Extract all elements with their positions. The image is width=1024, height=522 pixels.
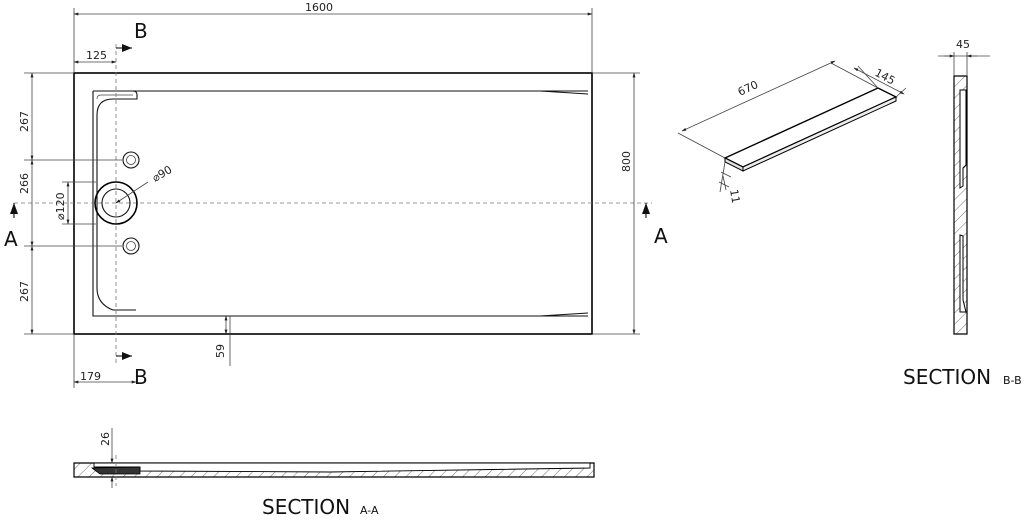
section-aa-subtitle: A-A (360, 504, 379, 517)
section-bb-subtitle: B-B (1003, 374, 1022, 387)
section-bb-title: SECTION (903, 365, 991, 389)
section-aa-title: SECTION (262, 495, 350, 519)
section-bb-view: 45 SECTION B-B (903, 38, 1022, 389)
drain-outer-circle (94, 181, 138, 225)
panel-isometric: 670 145 11 (677, 60, 907, 204)
section-marker-b-bottom: B (134, 365, 148, 389)
dim-drain-hole: ⌀90 (150, 163, 174, 185)
drain-inner-circle (101, 188, 131, 218)
section-marker-b-top: B (134, 19, 148, 43)
dim-drain-diameter: ⌀120 (54, 192, 67, 220)
dim-left-lower: 267 (18, 281, 31, 302)
dim-edge: 59 (214, 344, 227, 358)
bolt-hole-upper (122, 151, 140, 169)
dim-length: 1600 (305, 1, 333, 14)
section-marker-a-left: A (4, 227, 18, 251)
tray-outline (73, 72, 593, 335)
dim-left-upper: 267 (18, 111, 31, 132)
dim-offset-bottom: 179 (80, 370, 101, 383)
dim-panel-thickness: 11 (727, 188, 742, 204)
section-aa-view: 26 SECTION A-A (73, 428, 595, 519)
dim-section-a-height: 26 (99, 432, 112, 446)
dim-left-middle: 266 (18, 173, 31, 194)
dim-section-b-thickness: 45 (956, 38, 970, 51)
dim-offset-top: 125 (86, 49, 107, 62)
tray-basin (92, 90, 589, 317)
plan-view: ⌀90 ⌀120 1600 125 800 267 266 267 59 (4, 1, 668, 389)
bolt-hole-lower (122, 237, 140, 255)
section-marker-a-right: A (654, 224, 668, 248)
dim-width: 800 (620, 151, 633, 172)
dim-panel-length: 670 (736, 78, 761, 99)
